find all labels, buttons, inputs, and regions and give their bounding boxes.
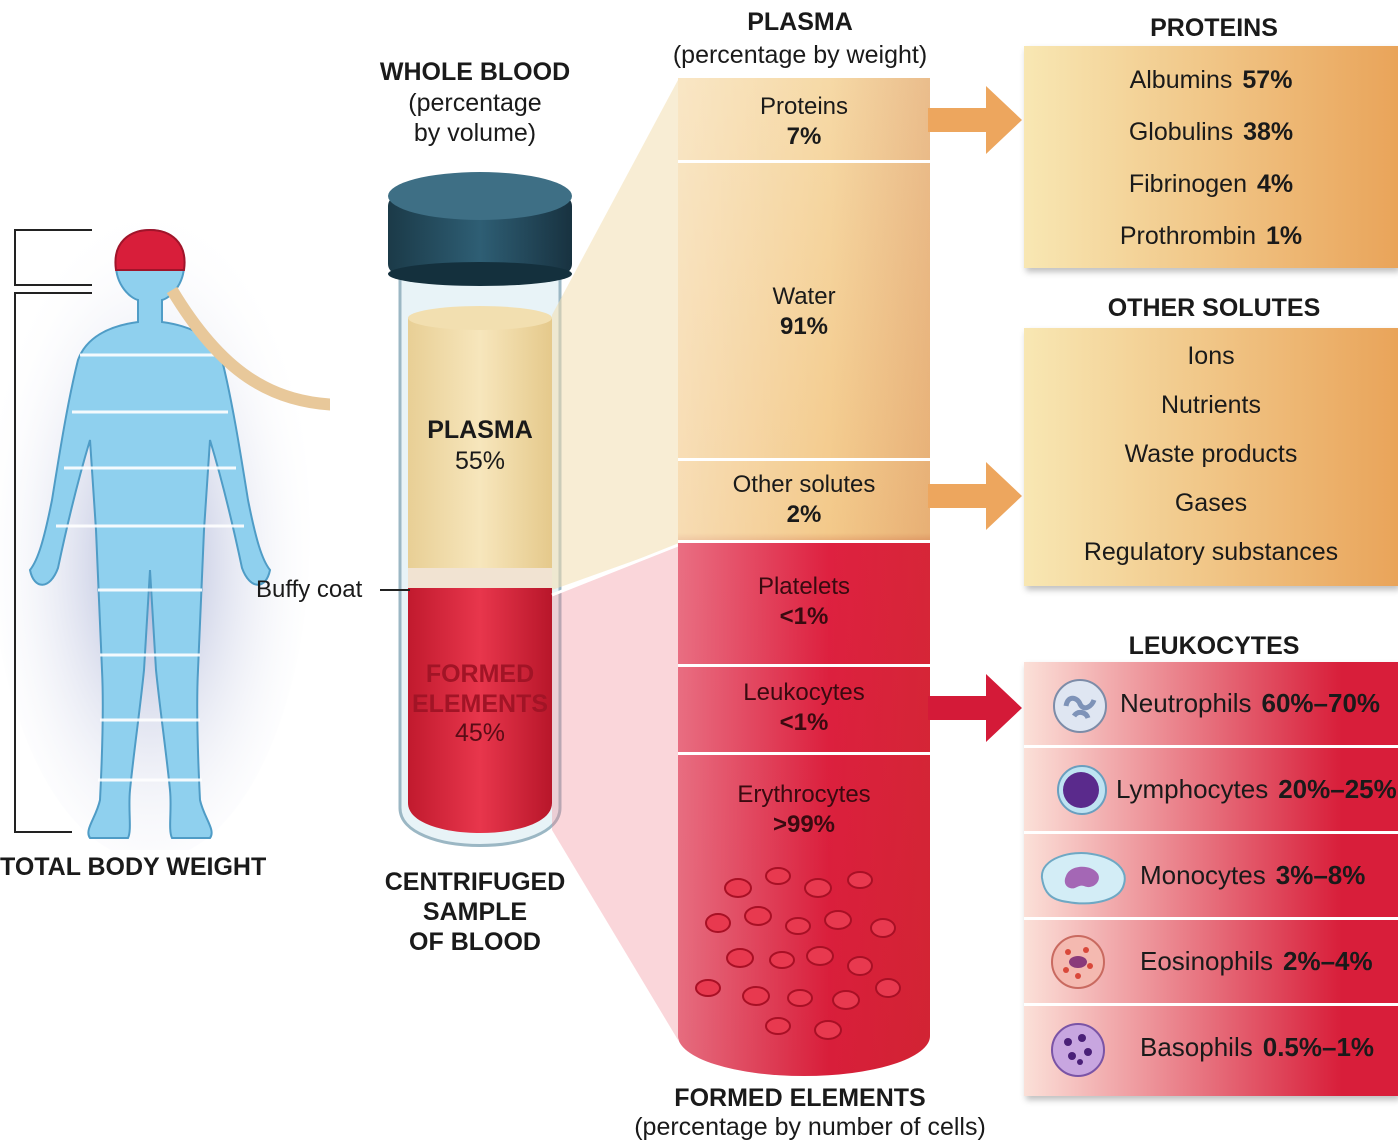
body-figure <box>0 150 330 850</box>
eosinophil-cell-icon <box>1048 932 1108 992</box>
bracket-line <box>14 831 72 833</box>
red-blood-cells-icon <box>678 848 930 1048</box>
column-footer-title: FORMED ELEMENTS <box>630 1084 970 1113</box>
buffy-coat-leader <box>380 589 410 591</box>
leukocytes-title: LEUKOCYTES <box>1030 632 1398 661</box>
segment-divider <box>678 664 930 667</box>
arrow-right-icon <box>928 456 1028 536</box>
segment-divider <box>678 160 930 163</box>
neutrophil-cell-icon <box>1050 676 1110 736</box>
segment-divider <box>678 752 930 755</box>
segment-leukocytes: Leukocytes<1% <box>678 678 930 738</box>
body-caption: TOTAL BODY WEIGHT <box>0 853 300 882</box>
solute-item: Ions <box>1024 342 1398 371</box>
solute-item: Waste products <box>1024 440 1398 469</box>
expansion-wedge <box>540 40 690 1080</box>
bracket-line <box>14 292 92 294</box>
solute-item: Regulatory substances <box>1024 538 1398 567</box>
buffy-coat-label: Buffy coat <box>256 576 362 604</box>
bracket-line <box>14 292 16 832</box>
arrow-right-icon <box>928 668 1028 748</box>
proteins-title: PROTEINS <box>1030 14 1398 43</box>
segment-divider <box>678 458 930 461</box>
segment-erythrocytes: Erythrocytes>99% <box>678 780 930 840</box>
human-body-icon <box>0 150 330 850</box>
bracket-line <box>14 229 16 285</box>
monocyte-cell-icon <box>1032 844 1132 910</box>
other-solutes-box: Ions Nutrients Waste products Gases Regu… <box>1024 328 1398 586</box>
segment-platelets: Platelets<1% <box>678 572 930 632</box>
other-solutes-title: OTHER SOLUTES <box>1030 294 1398 323</box>
bracket-line <box>14 229 92 231</box>
arrow-right-icon <box>928 80 1028 160</box>
solute-item: Gases <box>1024 489 1398 518</box>
column-footer-subtitle: (percentage by number of cells) <box>600 1112 1020 1142</box>
column-title: PLASMA <box>650 8 950 37</box>
column-subtitle: (percentage by weight) <box>630 40 970 70</box>
lymphocyte-cell-icon <box>1054 762 1110 818</box>
segment-divider <box>678 540 930 543</box>
bracket-line <box>14 284 92 286</box>
basophil-cell-icon <box>1048 1020 1108 1080</box>
solute-item: Nutrients <box>1024 391 1398 420</box>
